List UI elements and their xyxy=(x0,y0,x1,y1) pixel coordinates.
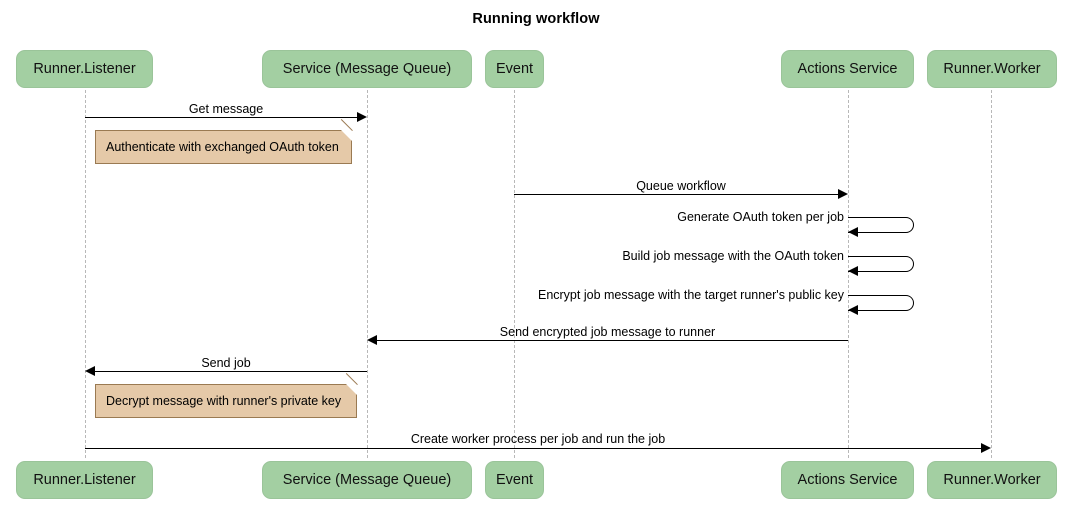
message-line-create-worker-process xyxy=(85,448,981,449)
participant-runner-worker-top[interactable]: Runner.Worker xyxy=(927,50,1057,88)
message-label-queue-workflow: Queue workflow xyxy=(636,179,726,193)
participant-actions-service-top[interactable]: Actions Service xyxy=(781,50,914,88)
message-line-queue-workflow xyxy=(514,194,838,195)
lifeline-runner-listener xyxy=(85,90,86,458)
message-line-send-encrypted-job-message xyxy=(377,340,848,341)
arrow-head-create-worker-process xyxy=(981,443,991,453)
message-label-generate-oauth-token: Generate OAuth token per job xyxy=(677,210,844,224)
arrow-head-send-encrypted-job-message xyxy=(367,335,377,345)
message-label-get-message: Get message xyxy=(188,102,264,116)
message-label-send-encrypted-job-message: Send encrypted job message to runner xyxy=(499,325,716,339)
participant-runner-listener-top[interactable]: Runner.Listener xyxy=(16,50,153,88)
self-loop-generate-oauth-token xyxy=(848,217,914,233)
arrow-head-encrypt-job-message xyxy=(848,305,858,315)
note-fold-edge-icon xyxy=(345,373,357,385)
arrow-head-queue-workflow xyxy=(838,189,848,199)
arrow-head-send-job xyxy=(85,366,95,376)
message-label-encrypt-job-message: Encrypt job message with the target runn… xyxy=(537,288,844,302)
note-authenticate: Authenticate with exchanged OAuth token xyxy=(95,119,352,164)
participant-runner-listener-bottom[interactable]: Runner.Listener xyxy=(16,461,153,499)
message-label-send-job: Send job xyxy=(201,356,251,370)
self-loop-encrypt-job-message xyxy=(848,295,914,311)
participant-event-bottom[interactable]: Event xyxy=(485,461,544,499)
note-decrypt: Decrypt message with runner's private ke… xyxy=(95,373,357,418)
arrow-head-generate-oauth-token xyxy=(848,227,858,237)
participant-service-message-queue-bottom[interactable]: Service (Message Queue) xyxy=(262,461,472,499)
note-fold-edge-icon xyxy=(340,119,352,131)
note-decrypt-label: Decrypt message with runner's private ke… xyxy=(106,394,342,408)
lifeline-event xyxy=(514,90,515,458)
note-fold-icon xyxy=(341,130,352,141)
note-authenticate-label: Authenticate with exchanged OAuth token xyxy=(106,140,339,154)
message-line-send-job xyxy=(95,371,367,372)
participant-service-message-queue-top[interactable]: Service (Message Queue) xyxy=(262,50,472,88)
lifeline-service-message-queue xyxy=(367,90,368,458)
self-loop-build-job-message xyxy=(848,256,914,272)
arrow-head-get-message xyxy=(357,112,367,122)
message-line-get-message xyxy=(85,117,357,118)
participant-actions-service-bottom[interactable]: Actions Service xyxy=(781,461,914,499)
note-fold-icon xyxy=(346,384,357,395)
participant-event-top[interactable]: Event xyxy=(485,50,544,88)
page-title: Running workflow xyxy=(472,11,600,27)
message-label-build-job-message: Build job message with the OAuth token xyxy=(622,249,844,263)
message-label-create-worker-process: Create worker process per job and run th… xyxy=(410,432,666,446)
arrow-head-build-job-message xyxy=(848,266,858,276)
lifeline-runner-worker xyxy=(991,90,992,458)
participant-runner-worker-bottom[interactable]: Runner.Worker xyxy=(927,461,1057,499)
